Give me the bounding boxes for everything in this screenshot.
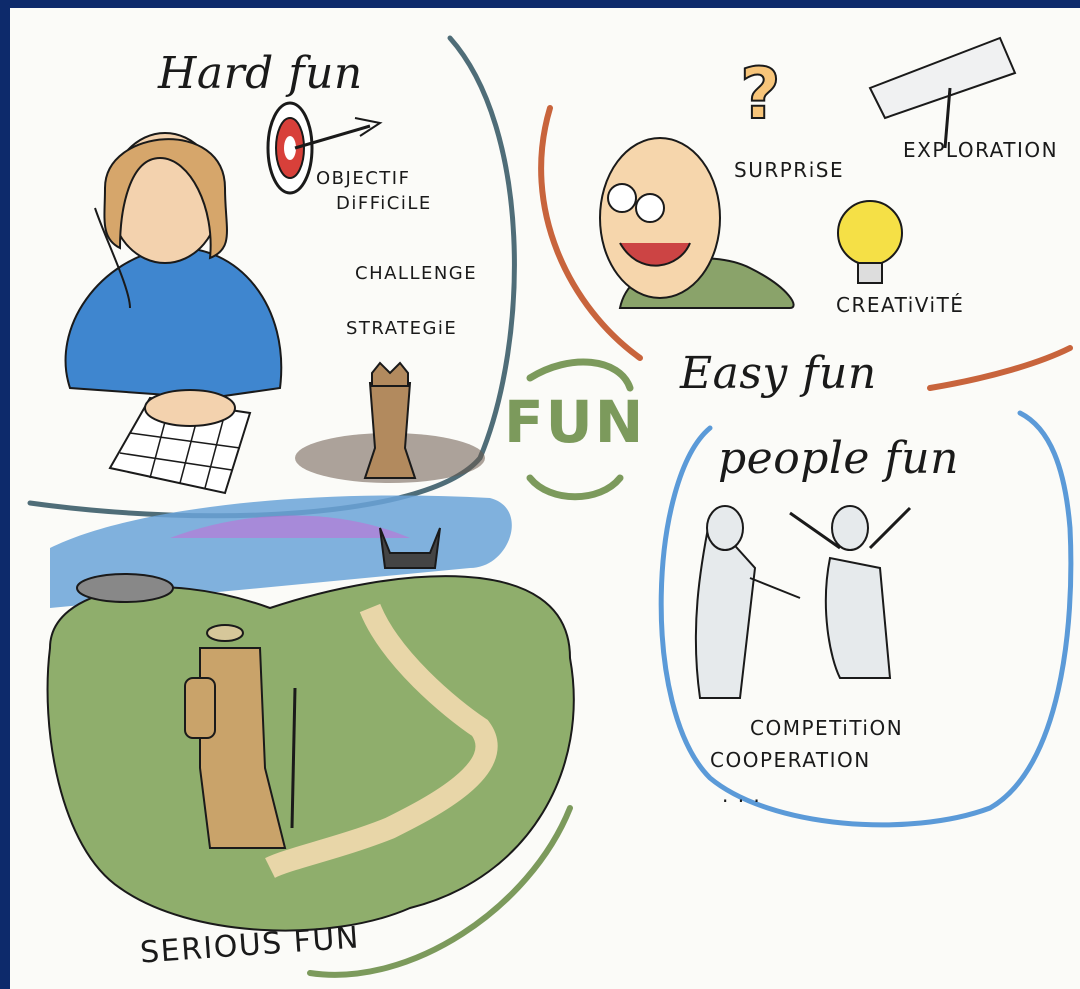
grid-paper [108, 389, 252, 495]
surprise-label: SURPRiSE [734, 158, 845, 182]
people-figures [694, 505, 912, 699]
creativite-label: CREATiViTÉ [836, 293, 965, 317]
easy-fun-circle [538, 105, 643, 361]
exploration-label: EXPLORATION [903, 138, 1059, 162]
lightbulb-icon [837, 200, 903, 284]
ellipsis-label: . . . [722, 783, 762, 807]
fun-ring-bottom [526, 474, 624, 501]
objectif-label: OBJECTIF [316, 168, 411, 189]
chess-queen-icon [295, 361, 485, 483]
fun-center-label: FUN [504, 388, 646, 456]
hard-fun-title: Hard fun [158, 48, 363, 99]
question-mark-icon: ? [740, 53, 781, 135]
competition-label: COMPETiTiON [750, 716, 904, 740]
telescope-icon [868, 36, 1017, 149]
man-figure [599, 137, 795, 309]
cooperation-label: COOPERATION [710, 748, 871, 772]
easy-fun-circle-tail [927, 345, 1073, 391]
strategie-label: STRATEGiE [346, 318, 458, 339]
serious-fun-landscape [46, 495, 575, 932]
target-icon [266, 101, 383, 195]
woman-figure [64, 132, 283, 400]
people-fun-title: people fun [718, 433, 959, 484]
illustration-drawing: ? [27, 35, 1074, 978]
people-fun-circle [658, 410, 1074, 828]
challenge-label: CHALLENGE [355, 263, 478, 284]
easy-fun-title: Easy fun [680, 348, 877, 399]
difficile-label: DiFFiCiLE [336, 193, 432, 214]
serious-fun-circle [307, 805, 573, 978]
fun-ring [526, 358, 634, 392]
illustration-canvas: ? [10, 8, 1080, 989]
